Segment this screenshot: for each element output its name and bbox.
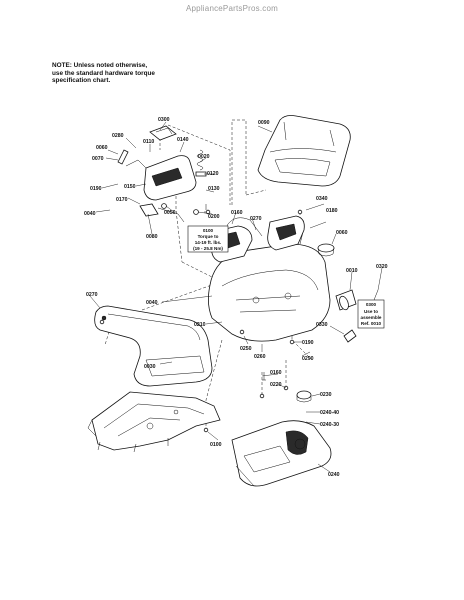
callout-label: 0240-40 xyxy=(320,410,339,416)
callout-labels: 0300 0090 0280 0140 0060 0110 0020 0070 … xyxy=(84,117,388,478)
callout-label: 0080 xyxy=(146,234,158,240)
callout-label: 0110 xyxy=(143,139,154,145)
assembly-box-line: Ref. 0010 xyxy=(361,321,382,326)
frame-part xyxy=(87,391,221,453)
callout-label: 0200 xyxy=(208,214,220,220)
callout-label: 0150 xyxy=(124,184,136,190)
callout-label: 0040 xyxy=(84,211,96,217)
footrest-part xyxy=(94,305,213,387)
note-line: specification chart. xyxy=(52,77,111,85)
callout-label: 0130 xyxy=(208,186,220,192)
callout-label: 0160 xyxy=(270,370,282,376)
callout-label: 0240-30 xyxy=(320,422,339,428)
callout-label: 0060 xyxy=(96,145,108,151)
callout-label: 0160 xyxy=(231,210,243,216)
callout-label: 0170 xyxy=(116,197,128,203)
lever-parts xyxy=(117,149,208,223)
callout-label: 0290 xyxy=(302,356,314,362)
assembly-box-line: 0300 xyxy=(366,302,377,307)
assembly-callout-box: 0300 Use to assemble Ref. 0010 xyxy=(357,299,385,329)
assembly-box-line: Use to xyxy=(364,309,378,314)
callout-label: 0030 xyxy=(144,364,156,370)
callout-label: 0250 xyxy=(240,346,252,352)
torque-box-line: Torque to xyxy=(198,234,219,239)
callout-label: 0010 xyxy=(346,268,358,274)
callout-label: 0320 xyxy=(376,264,388,270)
callout-label: 0270 xyxy=(250,216,262,222)
callout-label: 0240 xyxy=(328,472,340,478)
hardware-parts xyxy=(99,209,379,433)
cylinder-part xyxy=(335,289,357,311)
watermark: AppliancePartsPros.com xyxy=(186,4,278,13)
seat-part xyxy=(257,115,351,187)
torque-note: NOTE: Unless noted otherwise, use the st… xyxy=(52,62,155,85)
cup-holder-part xyxy=(317,243,335,257)
callout-label: 0210 xyxy=(194,322,206,328)
callout-label: 0260 xyxy=(254,354,266,360)
console-part xyxy=(143,125,197,201)
transaxle-part xyxy=(231,420,332,487)
torque-box-line: 14-19 ft. lbs. xyxy=(195,240,222,245)
note-line: use the standard hardware torque xyxy=(52,69,155,77)
callout-label: 0100 xyxy=(210,442,222,448)
torque-callout-box: 0100 Torque to 14-19 ft. lbs. (19 - 25.8… xyxy=(187,225,229,253)
torque-box-line: (19 - 25.8 Nm) xyxy=(193,246,223,251)
callout-label: 0180 xyxy=(326,208,338,214)
callout-label: 0020 xyxy=(198,154,210,160)
leader-lines xyxy=(89,121,383,473)
callout-label: 0190 xyxy=(302,340,314,346)
callout-label: 0300 xyxy=(158,117,170,123)
callout-label: 0340 xyxy=(316,196,328,202)
callout-label: 0190 xyxy=(90,186,102,192)
callout-label: 0270 xyxy=(86,292,98,298)
callout-label: 0280 xyxy=(112,133,124,139)
torque-box-line: 0100 xyxy=(203,228,214,233)
clip-part xyxy=(343,329,357,343)
callout-label: 0220 xyxy=(270,382,282,388)
callout-label: 0120 xyxy=(207,171,219,177)
callout-label: 0230 xyxy=(320,392,332,398)
rear-fender-part xyxy=(208,217,331,342)
callout-label: 0070 xyxy=(92,156,104,162)
note-line: NOTE: Unless noted otherwise, xyxy=(52,62,148,69)
callout-label: 0330 xyxy=(316,322,328,328)
fuel-cap-part xyxy=(296,390,312,403)
callout-label: 0050 xyxy=(164,210,176,216)
assembly-box-line: assemble xyxy=(361,315,382,320)
callout-label: 0090 xyxy=(258,120,270,126)
callout-label: 0140 xyxy=(177,137,189,143)
callout-label: 0060 xyxy=(336,230,348,236)
right-side-pod xyxy=(267,215,305,251)
callout-label: 0040 xyxy=(146,300,158,306)
